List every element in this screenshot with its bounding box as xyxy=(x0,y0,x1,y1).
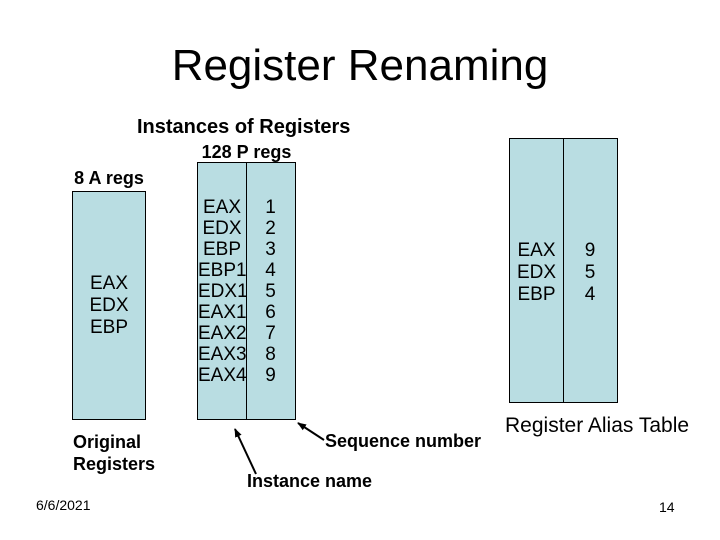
table-row: EDX 2 xyxy=(198,218,295,239)
table-row: EAX 1 xyxy=(198,197,295,218)
sequence-number-arrow xyxy=(297,422,325,441)
sequence-number-cell: 6 xyxy=(265,302,276,323)
table-row: EDX 5 xyxy=(510,262,617,284)
footer-date: 6/6/2021 xyxy=(36,497,91,513)
table-row: EAX1 6 xyxy=(198,302,295,323)
sequence-number-cell: 2 xyxy=(265,218,276,239)
original-register: EDX xyxy=(89,294,129,316)
original-register: EBP xyxy=(89,316,129,338)
label-original-line1: Original xyxy=(73,432,142,452)
sequence-number-cell: 3 xyxy=(265,239,276,260)
table-row: EBP1 4 xyxy=(198,260,295,281)
instance-name-cell: EDX xyxy=(202,218,242,239)
table-row: EAX2 7 xyxy=(198,323,295,344)
table-row: EAX 9 xyxy=(510,240,617,262)
sequence-number-cell: 9 xyxy=(265,365,276,386)
label-instances-of-registers: Instances of Registers xyxy=(137,116,351,138)
table-row: EBP 4 xyxy=(510,284,617,306)
instance-name-cell: EAX3 xyxy=(198,344,247,365)
label-original-line2: Registers xyxy=(73,454,156,474)
table-row: EAX4 9 xyxy=(198,365,295,386)
sequence-number-cell: 1 xyxy=(265,197,276,218)
instance-name-cell: EBP xyxy=(202,239,242,260)
instance-name-cell: EDX1 xyxy=(198,281,248,302)
instance-name-cell: EBP1 xyxy=(198,260,247,281)
instance-table: EAX 1 EDX 2 EBP 3 EBP1 4 EDX1 5 EAX1 6 EAX2 7 E… xyxy=(197,162,296,420)
label-sequence-number: Sequence number xyxy=(325,431,482,451)
label-register-alias-table: Register Alias Table xyxy=(505,414,690,437)
table-row: EBP 3 xyxy=(198,239,295,260)
sequence-number-cell: 4 xyxy=(265,260,276,281)
alias-number-cell: 5 xyxy=(584,262,596,283)
register-name-cell: EAX xyxy=(517,240,556,261)
sequence-number-cell: 7 xyxy=(265,323,276,344)
slide-number: 14 xyxy=(659,499,675,515)
column-divider xyxy=(563,139,564,402)
instance-name-cell: EAX4 xyxy=(198,365,247,386)
label-original-registers: Original Registers xyxy=(73,431,155,475)
label-8-a-regs: 8 A regs xyxy=(74,168,144,188)
table-row: EDX1 5 xyxy=(198,281,295,302)
register-name-cell: EBP xyxy=(517,284,556,305)
label-instance-name: Instance name xyxy=(247,471,373,491)
page-title: Register Renaming xyxy=(171,41,549,90)
sequence-number-cell: 8 xyxy=(265,344,276,365)
register-alias-table: EAX 9 EDX 5 EBP 4 xyxy=(509,138,618,403)
alias-number-cell: 4 xyxy=(584,284,596,305)
original-registers-box: EAX EDX EBP xyxy=(72,191,146,420)
original-register: EAX xyxy=(89,272,129,294)
instance-name-cell: EAX1 xyxy=(198,302,247,323)
sequence-number-cell: 5 xyxy=(265,281,276,302)
alias-number-cell: 9 xyxy=(584,240,596,261)
label-128-p-regs: 128 P regs xyxy=(201,142,292,162)
instance-name-cell: EAX2 xyxy=(198,323,247,344)
column-divider xyxy=(246,163,247,419)
instance-name-cell: EAX xyxy=(202,197,242,218)
register-name-cell: EDX xyxy=(516,262,557,283)
table-row: EAX3 8 xyxy=(198,344,295,365)
instance-name-arrow xyxy=(234,428,257,475)
